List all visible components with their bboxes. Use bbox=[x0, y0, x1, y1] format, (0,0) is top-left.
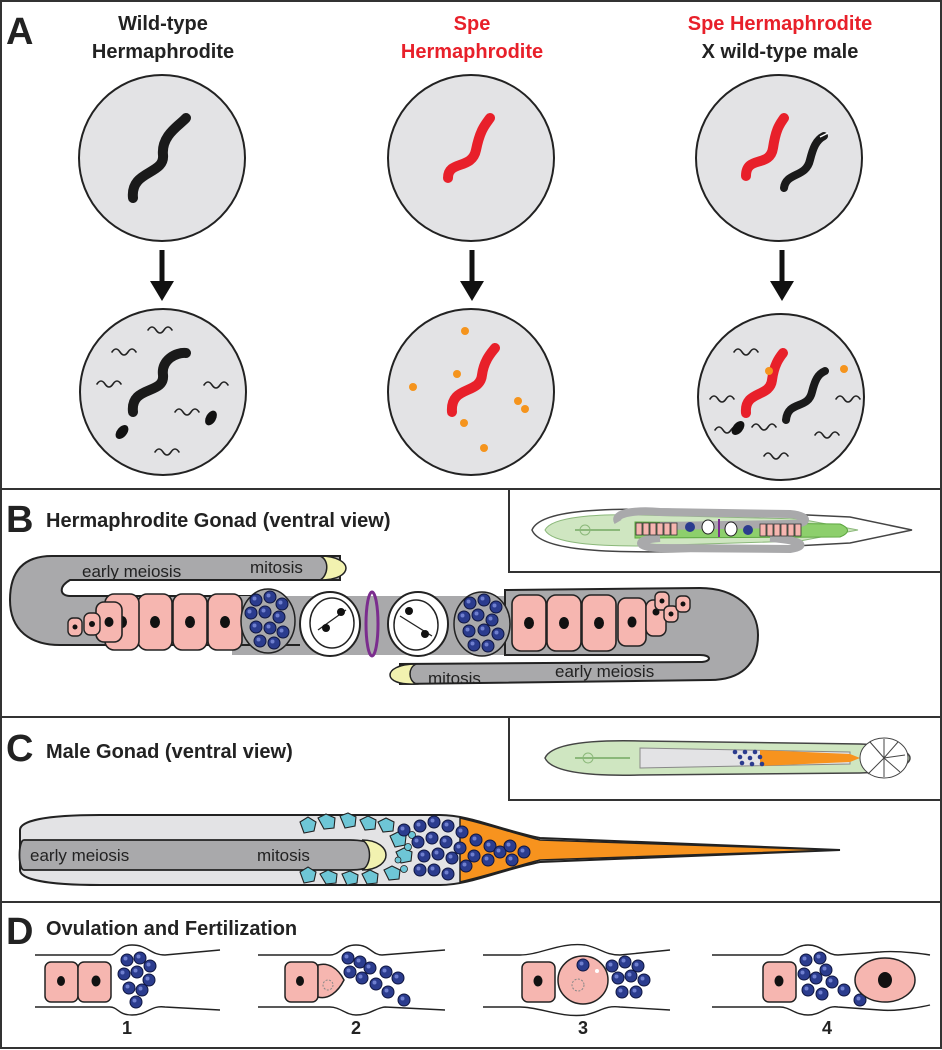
red-worm-icon bbox=[740, 348, 788, 418]
panel-c-letter: C bbox=[6, 728, 33, 770]
distal-tip-cell bbox=[389, 663, 419, 685]
plate-cross-after bbox=[697, 313, 865, 481]
col2-title-line2: Hermaphrodite bbox=[401, 41, 543, 63]
oocytes-left bbox=[67, 593, 243, 651]
egg-icon bbox=[731, 421, 745, 435]
male-worm-icon bbox=[780, 132, 828, 192]
oocytes-right bbox=[511, 591, 691, 652]
male-inset bbox=[508, 716, 942, 801]
hermaphrodite-gonad: early meiosis mitosis mitosis early meio… bbox=[8, 555, 760, 688]
plate-spe-before bbox=[387, 74, 555, 242]
ovulation-step-3 bbox=[483, 943, 671, 1017]
plate-cross-before bbox=[695, 74, 863, 242]
spermatheca-right bbox=[453, 591, 511, 657]
arrow-down-icon bbox=[150, 250, 174, 301]
embryo-left bbox=[299, 591, 361, 657]
col3-title-line1: Spe Hermaphrodite bbox=[688, 13, 872, 35]
black-worm-icon bbox=[127, 347, 191, 417]
step-label-2: 2 bbox=[351, 1018, 361, 1038]
arrow-down-icon bbox=[770, 250, 794, 301]
panel-b-letter: B bbox=[6, 499, 33, 541]
label-early-meiosis-left: early meiosis bbox=[82, 562, 181, 581]
label-early-meiosis: early meiosis bbox=[30, 846, 129, 865]
hermaphrodite-inset bbox=[508, 488, 942, 573]
plate-wildtype-before bbox=[78, 74, 246, 242]
label-early-meiosis-right: early meiosis bbox=[555, 662, 654, 681]
red-worm-icon bbox=[443, 113, 495, 183]
red-worm-icon bbox=[741, 113, 789, 181]
step-label-3: 3 bbox=[578, 1018, 588, 1038]
egg-icon bbox=[205, 410, 217, 426]
col1-title-line1: Wild-type bbox=[118, 13, 208, 35]
step-label-1: 1 bbox=[122, 1018, 132, 1038]
plate-wildtype-after bbox=[79, 308, 247, 476]
spermatheca-left bbox=[240, 588, 296, 654]
step-label-4: 4 bbox=[822, 1018, 832, 1038]
panel-a-letter: A bbox=[6, 11, 33, 53]
ovulation-step-1 bbox=[35, 944, 221, 1016]
black-worm-icon bbox=[127, 113, 191, 203]
col3-title-line2: X wild-type male bbox=[702, 41, 859, 63]
arrow-down-icon bbox=[460, 250, 484, 301]
panel-d-title: Ovulation and Fertilization bbox=[46, 918, 297, 940]
embryo-right bbox=[387, 591, 449, 657]
vulva bbox=[364, 590, 380, 658]
distal-tip-cell bbox=[361, 839, 387, 871]
panel-c-title: Male Gonad (ventral view) bbox=[46, 741, 293, 763]
col1-title-line2: Hermaphrodite bbox=[92, 41, 234, 63]
unfertilized-oocyte-icon bbox=[461, 327, 469, 335]
ovulation-step-4 bbox=[712, 944, 931, 1016]
distal-tip-cell bbox=[319, 555, 347, 581]
egg-icon bbox=[115, 425, 129, 439]
male-gonad: early meiosis mitosis bbox=[18, 812, 841, 886]
panel-b-title: Hermaphrodite Gonad (ventral view) bbox=[46, 510, 391, 532]
plate-spe-after bbox=[387, 308, 555, 476]
male-worm-icon bbox=[782, 367, 829, 424]
label-mitosis-right: mitosis bbox=[428, 669, 481, 688]
label-mitosis: mitosis bbox=[257, 846, 310, 865]
panel-d-letter: D bbox=[6, 911, 33, 953]
col2-title-line1: Spe bbox=[454, 13, 491, 35]
ovulation-step-2 bbox=[258, 944, 446, 1016]
red-worm-icon bbox=[447, 343, 500, 417]
label-mitosis-left: mitosis bbox=[250, 558, 303, 577]
